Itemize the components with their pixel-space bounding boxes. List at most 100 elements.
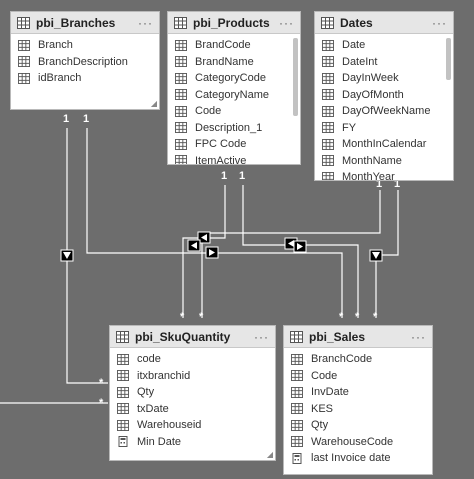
table-card-pbi-sales[interactable]: pbi_Sales ··· BranchCode Code InvDate KE…: [283, 325, 433, 475]
field-item[interactable]: FY: [315, 120, 453, 137]
rel-branches-skuquantity[interactable]: [66, 128, 108, 384]
table-field-icon: [291, 403, 303, 414]
field-label: Code: [311, 369, 338, 382]
field-item[interactable]: Min Date: [110, 434, 275, 451]
field-label: FPC Code: [195, 138, 247, 151]
field-item[interactable]: DateInt: [315, 54, 453, 71]
table-field-icon: [322, 106, 334, 117]
field-item[interactable]: KES: [284, 401, 432, 418]
field-item[interactable]: WarehouseCode: [284, 434, 432, 451]
field-label: DayInWeek: [342, 72, 399, 85]
scrollbar[interactable]: [446, 38, 451, 80]
cardinality-one: 1: [239, 170, 246, 182]
cardinality-many: *: [355, 311, 360, 323]
table-card-pbi-products[interactable]: pbi_Products ··· BrandCode BrandName Cat…: [167, 11, 301, 165]
field-item[interactable]: Qty: [284, 417, 432, 434]
field-item[interactable]: txDate: [110, 401, 275, 418]
field-item[interactable]: idBranch: [11, 70, 159, 87]
rel-dates-sales[interactable]: [375, 190, 399, 318]
field-item[interactable]: BranchCode: [284, 351, 432, 368]
cardinality-many: *: [99, 377, 104, 389]
calculator-icon: [291, 453, 303, 464]
table-card-pbi-branches[interactable]: pbi_Branches ··· Branch BranchDescriptio…: [10, 11, 160, 110]
more-options-icon[interactable]: ···: [138, 15, 153, 30]
field-label: MonthYear: [342, 171, 395, 181]
field-label: BranchCode: [311, 353, 373, 366]
table-icon: [174, 17, 187, 29]
cardinality-many: *: [339, 311, 344, 323]
table-header[interactable]: pbi_Sales ···: [284, 326, 432, 348]
table-title: pbi_SkuQuantity: [135, 329, 231, 344]
scrollbar[interactable]: [293, 38, 298, 116]
rel-dates-skuquantity[interactable]: [201, 190, 381, 318]
field-item[interactable]: BrandName: [168, 54, 300, 71]
field-item[interactable]: InvDate: [284, 384, 432, 401]
more-options-icon[interactable]: ···: [432, 15, 447, 30]
table-title: pbi_Products: [193, 15, 270, 30]
field-item[interactable]: MonthYear: [315, 169, 453, 181]
field-item[interactable]: code: [110, 351, 275, 368]
field-item[interactable]: MonthInCalendar: [315, 136, 453, 153]
table-card-pbi-skuquantity[interactable]: pbi_SkuQuantity ··· code itxbranchid Qty…: [109, 325, 276, 461]
field-item[interactable]: CategoryName: [168, 87, 300, 104]
field-label: WarehouseCode: [311, 435, 394, 448]
more-options-icon[interactable]: ···: [279, 15, 294, 30]
arrow-left-icon: [187, 239, 201, 252]
field-item[interactable]: Qty: [110, 384, 275, 401]
field-item[interactable]: last Invoice date: [284, 450, 432, 467]
table-field-icon: [117, 370, 129, 381]
field-item[interactable]: Warehouseid: [110, 417, 275, 434]
field-item[interactable]: FPC Code: [168, 136, 300, 153]
field-label: Qty: [137, 386, 155, 399]
field-item[interactable]: ItemActive: [168, 153, 300, 165]
field-label: idBranch: [38, 72, 82, 85]
field-item[interactable]: Branch: [11, 37, 159, 54]
cardinality-one: 1: [376, 178, 383, 190]
table-header[interactable]: pbi_Branches ···: [11, 12, 159, 34]
table-field-icon: [18, 56, 30, 67]
more-options-icon[interactable]: ···: [411, 329, 426, 344]
arrow-down-icon: [60, 249, 74, 262]
table-field-icon: [175, 40, 187, 51]
field-label: Code: [195, 105, 222, 118]
arrow-left-icon: [197, 231, 211, 244]
table-field-icon: [322, 155, 334, 166]
field-item[interactable]: Description_1: [168, 120, 300, 137]
cardinality-many: *: [199, 311, 204, 323]
table-card-dates[interactable]: Dates ··· Date DateInt DayInWeek DayOfMo…: [314, 11, 454, 181]
table-title: Dates: [340, 15, 373, 30]
field-item[interactable]: BranchDescription: [11, 54, 159, 71]
table-header[interactable]: Dates ···: [315, 12, 453, 34]
field-label: BrandName: [195, 55, 254, 68]
field-label: ItemActive: [195, 154, 247, 165]
field-label: Description_1: [195, 121, 263, 134]
table-field-icon: [322, 139, 334, 150]
cardinality-one: 1: [394, 178, 401, 190]
field-item[interactable]: DayOfWeekName: [315, 103, 453, 120]
field-item[interactable]: DayInWeek: [315, 70, 453, 87]
field-item[interactable]: DayOfMonth: [315, 87, 453, 104]
field-item[interactable]: Date: [315, 37, 453, 54]
table-header[interactable]: pbi_Products ···: [168, 12, 300, 34]
table-field-icon: [117, 403, 129, 414]
table-field-icon: [322, 172, 334, 181]
cardinality-many: *: [180, 311, 185, 323]
field-item[interactable]: Code: [284, 368, 432, 385]
table-field-icon: [175, 106, 187, 117]
more-options-icon[interactable]: ···: [254, 329, 269, 344]
field-label: DayOfMonth: [342, 88, 404, 101]
field-item[interactable]: CategoryCode: [168, 70, 300, 87]
field-item[interactable]: Code: [168, 103, 300, 120]
resize-handle-icon[interactable]: ◢: [150, 99, 157, 108]
resize-handle-icon[interactable]: ◢: [266, 450, 273, 459]
field-item[interactable]: BrandCode: [168, 37, 300, 54]
field-label: FY: [342, 121, 357, 134]
field-item[interactable]: itxbranchid: [110, 368, 275, 385]
table-title: pbi_Branches: [36, 15, 116, 30]
table-field-icon: [18, 40, 30, 51]
field-label: CategoryCode: [195, 72, 266, 85]
field-item[interactable]: MonthName: [315, 153, 453, 170]
table-field-icon: [175, 139, 187, 150]
arrow-right-icon: [293, 240, 307, 253]
table-header[interactable]: pbi_SkuQuantity ···: [110, 326, 275, 348]
